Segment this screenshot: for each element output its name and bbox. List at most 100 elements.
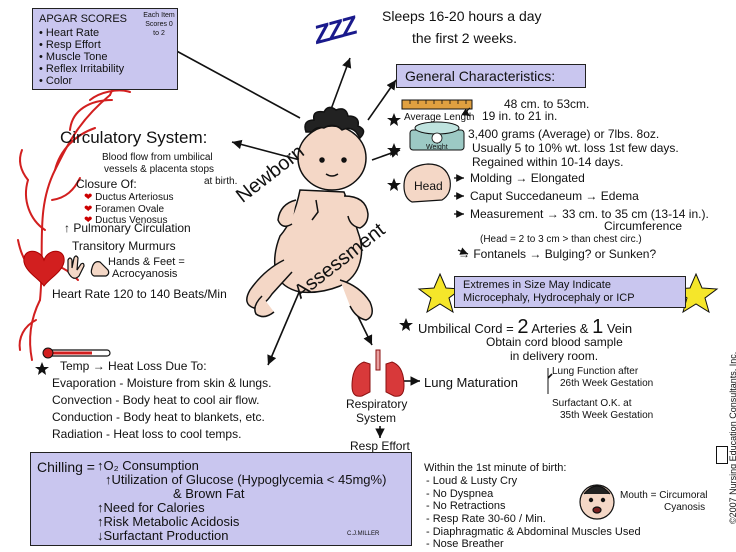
- surf1: Surfactant O.K. at: [552, 398, 632, 409]
- temp-item: Evaporation - Moisture from skin & lungs…: [52, 376, 272, 390]
- pulmonary-label: Pulmonary Circulation: [73, 221, 191, 235]
- heart-icon: [23, 250, 65, 287]
- surf2: 35th Week Gestation: [560, 410, 654, 421]
- length-cm: 48 cm. to 53cm.: [504, 97, 590, 111]
- molding: Molding → Elongated: [470, 171, 585, 186]
- sleep-line1: Sleeps 16-20 hours a day: [382, 8, 542, 24]
- list-item: Ductus Venosus: [95, 215, 168, 226]
- arrow-up-icon: ↑: [97, 458, 104, 473]
- list-item: Resp Effort: [39, 39, 124, 51]
- weight-line2: Usually 5 to 10% wt. loss 1st few days.: [472, 141, 679, 155]
- temp-item: Radiation - Heat loss to cool temps.: [52, 427, 242, 441]
- signature: C.J.MILLER: [347, 531, 380, 537]
- pulmonary: ↑ Pulmonary Circulation: [64, 221, 191, 236]
- arrow-right-icon: →: [92, 359, 105, 373]
- heart-bullet-icon: ❤: [84, 192, 93, 203]
- lung-maturation: Lung Maturation: [424, 375, 518, 390]
- circumference: Circumference: [604, 219, 683, 233]
- chilling-line6: ↓Surfactant Production: [97, 528, 229, 543]
- arrow-up-icon: ↑: [64, 221, 70, 235]
- resp-effort: Resp Effort: [350, 439, 410, 453]
- mouth2: Cyanosis: [664, 502, 706, 513]
- arrow-right-icon: →: [515, 171, 528, 185]
- circ-note: (Head = 2 to 3 cm > than chest circ.): [480, 234, 642, 245]
- list-item: Color: [39, 75, 124, 87]
- list-item: Nose Breather: [432, 538, 504, 551]
- chilling-line1: ↑O₂ Consumption: [97, 458, 199, 473]
- closure-title: Closure Of:: [76, 177, 137, 191]
- arrow-right-icon: →: [529, 247, 542, 261]
- weight-label: Weight: [426, 144, 448, 151]
- arrow-down-icon: ↓: [97, 528, 104, 543]
- list-item: No Dyspnea: [432, 487, 494, 500]
- head-label: Head: [414, 179, 443, 193]
- circulatory-desc2: vessels & placenta stops: [104, 164, 215, 175]
- fontanels-result: Bulging? or Sunken?: [544, 247, 657, 261]
- caput-result: Edema: [600, 189, 639, 203]
- extremes-box: Extremes in Size May Indicate Microcepha…: [454, 276, 686, 308]
- head-icon: [403, 163, 451, 203]
- list-item: Reflex Irritability: [39, 63, 124, 75]
- extremes-line2: Microcephaly, Hydrocephaly or ICP: [463, 292, 635, 304]
- lung-fn1: Lung Function after: [552, 366, 639, 377]
- arrow-right-icon: →: [585, 189, 598, 203]
- measurement: Measurement → 33 cm. to 35 cm (13-14 in.…: [470, 207, 709, 222]
- apgar-note: Each Item Scores 0 to 2: [143, 12, 175, 37]
- circulatory-desc3: at birth.: [204, 176, 238, 187]
- apgar-list: Heart Rate Resp Effort Muscle Tone Refle…: [39, 27, 124, 87]
- thermometer-icon: [42, 347, 111, 359]
- closure-list: ❤ Ductus Arteriosus ❤ Foramen Ovale ❤ Du…: [84, 192, 174, 227]
- resp-list: - Loud & Lusty Cry - No Dyspnea - No Ret…: [426, 475, 641, 551]
- list-item: Heart Rate: [39, 27, 124, 39]
- list-item: Ductus Arteriosus: [95, 192, 174, 203]
- crying-baby-face-icon: [579, 484, 615, 520]
- heart-rate: Heart Rate 120 to 140 Beats/Min: [52, 287, 227, 301]
- arrow-up-icon: ↑: [97, 500, 104, 515]
- temp-label: Temp: [60, 359, 90, 373]
- hands-feet-icon: [67, 255, 110, 279]
- general-title-box: General Characteristics:: [396, 64, 586, 88]
- publisher-logo-icon: [716, 446, 728, 464]
- umbilical-note1: Obtain cord blood sample: [486, 335, 623, 349]
- umbilical-vein: Vein: [606, 321, 633, 336]
- temp-rest: Heat Loss Due To:: [108, 359, 207, 373]
- temp-item: Convection - Body heat to cool air flow.: [52, 393, 260, 407]
- fontanels-label: Fontanels: [473, 247, 527, 261]
- measurement-result: 33 cm. to 35 cm (13-14 in.).: [562, 207, 709, 221]
- caput-label: Caput Succedaneum: [470, 189, 583, 203]
- copyright: ©2007 Nursing Education Consultants, Inc…: [728, 351, 736, 524]
- arrow-right-icon: →: [546, 207, 559, 221]
- list-item: Loud & Lusty Cry: [432, 475, 518, 487]
- lung-fn2: 26th Week Gestation: [560, 378, 654, 389]
- ruler-icon: [401, 99, 473, 110]
- list-item: Muscle Tone: [39, 51, 124, 63]
- circulatory-title: Circulatory System:: [60, 128, 208, 147]
- temp-item: Conduction - Body heat to blankets, etc.: [52, 410, 265, 424]
- temp-title: Temp → Heat Loss Due To:: [60, 359, 207, 374]
- resp-title1: Respiratory: [346, 397, 408, 411]
- molding-result: Elongated: [530, 171, 585, 185]
- murmurs: Transitory Murmurs: [72, 239, 176, 253]
- molding-label: Molding: [470, 171, 513, 185]
- bullet-stars: [35, 113, 413, 375]
- list-item: Diaphragmatic & Abdominal Muscles Used: [432, 525, 641, 538]
- extremes-line1: Extremes in Size May Indicate: [463, 279, 611, 291]
- umbilical-prefix: Umbilical Cord =: [418, 321, 514, 336]
- heart-bullet-icon: ❤: [84, 203, 93, 215]
- chilling-line4: ↑Need for Calories: [97, 500, 205, 515]
- general-title: General Characteristics:: [405, 68, 556, 84]
- resp-title2: System: [356, 411, 397, 425]
- sleep-line2: the first 2 weeks.: [412, 30, 518, 46]
- arrow-right-icon: →: [458, 247, 470, 261]
- fontanels: → Fontanels → Bulging? or Sunken?: [458, 247, 657, 262]
- mouth1: Mouth = Circumoral: [620, 490, 708, 501]
- umbilical-one: 1: [592, 316, 604, 338]
- baby-illustration: [246, 106, 373, 321]
- chilling-line5: ↑Risk Metabolic Acidosis: [97, 514, 240, 529]
- circulatory-desc1: Blood flow from umbilical: [102, 152, 213, 163]
- umbilical-two: 2: [517, 316, 529, 338]
- heart-bullet-icon: ❤: [84, 215, 93, 226]
- scale-icon: [409, 121, 465, 151]
- umbilical-note2: in delivery room.: [510, 349, 599, 363]
